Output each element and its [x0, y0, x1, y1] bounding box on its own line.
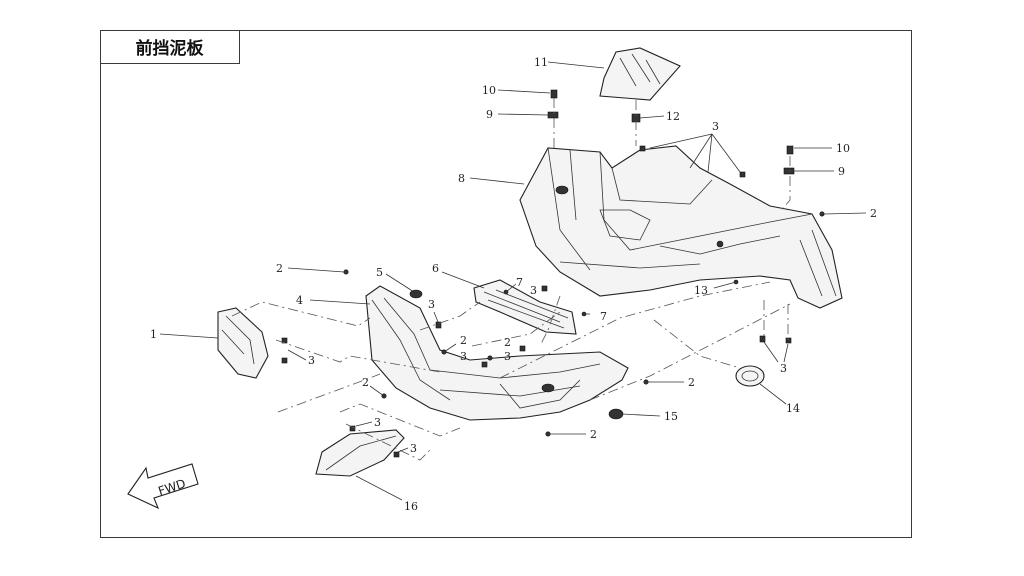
- callout-label: 10: [482, 84, 496, 97]
- part-14-ring: [735, 365, 765, 387]
- callout-label: 11: [534, 56, 548, 69]
- callout-label: 3: [374, 416, 381, 429]
- callout-label: 3: [428, 298, 435, 311]
- part-11-top-cover: [599, 47, 681, 101]
- part-16-side-panel: [315, 429, 405, 477]
- diagram-frame: [100, 30, 912, 538]
- callout-label: 3: [780, 362, 787, 375]
- page-title: 前挡泥板: [100, 30, 240, 64]
- callout-label: 5: [376, 266, 383, 279]
- part-5-cap: [409, 289, 423, 299]
- callout-label: 3: [712, 120, 719, 133]
- callout-label: 2: [590, 428, 597, 441]
- part-10-bolt: [550, 89, 558, 99]
- callout-label: 2: [362, 376, 369, 389]
- callout-label: 2: [870, 207, 877, 220]
- callout-label: 4: [296, 294, 303, 307]
- callout-label: 13: [694, 284, 708, 297]
- part-9-grommet-right: [783, 167, 795, 175]
- fasteners: [281, 145, 825, 458]
- callout-label: 9: [486, 108, 493, 121]
- callout-label: 3: [410, 442, 417, 455]
- callout-label: 6: [432, 262, 439, 275]
- callout-label: 12: [666, 110, 680, 123]
- callout-label: 3: [308, 354, 315, 367]
- callout-label: 7: [600, 310, 607, 323]
- callout-label: 8: [458, 172, 465, 185]
- callout-label: 2: [688, 376, 695, 389]
- callout-label: 3: [460, 350, 467, 363]
- callout-label: 2: [504, 336, 511, 349]
- callouts: 11 10 9 12 3 10 9 8 2 2 5 6: [150, 56, 877, 513]
- callout-label: 15: [664, 410, 678, 423]
- part-1-headlight: [217, 307, 269, 379]
- part-4-front-bumper: [365, 285, 629, 421]
- callout-label: 7: [516, 276, 523, 289]
- part-9-grommet: [547, 111, 559, 119]
- callout-label: 14: [786, 402, 800, 415]
- part-10-bolt-right: [786, 145, 794, 155]
- callout-label: 3: [504, 350, 511, 363]
- part-8-front-fender: [519, 145, 843, 309]
- callout-label: 1: [150, 328, 157, 341]
- callout-label: 9: [838, 165, 845, 178]
- callout-label: 2: [460, 334, 467, 347]
- callout-label: 10: [836, 142, 850, 155]
- part-6-grille: [473, 279, 577, 335]
- callout-label: 16: [404, 500, 418, 513]
- callout-label: 2: [276, 262, 283, 275]
- part-15-grommet: [608, 408, 624, 420]
- forward-direction-arrow: FWD: [127, 463, 199, 510]
- assembly-lines: [231, 98, 791, 461]
- callout-label: 3: [530, 284, 537, 297]
